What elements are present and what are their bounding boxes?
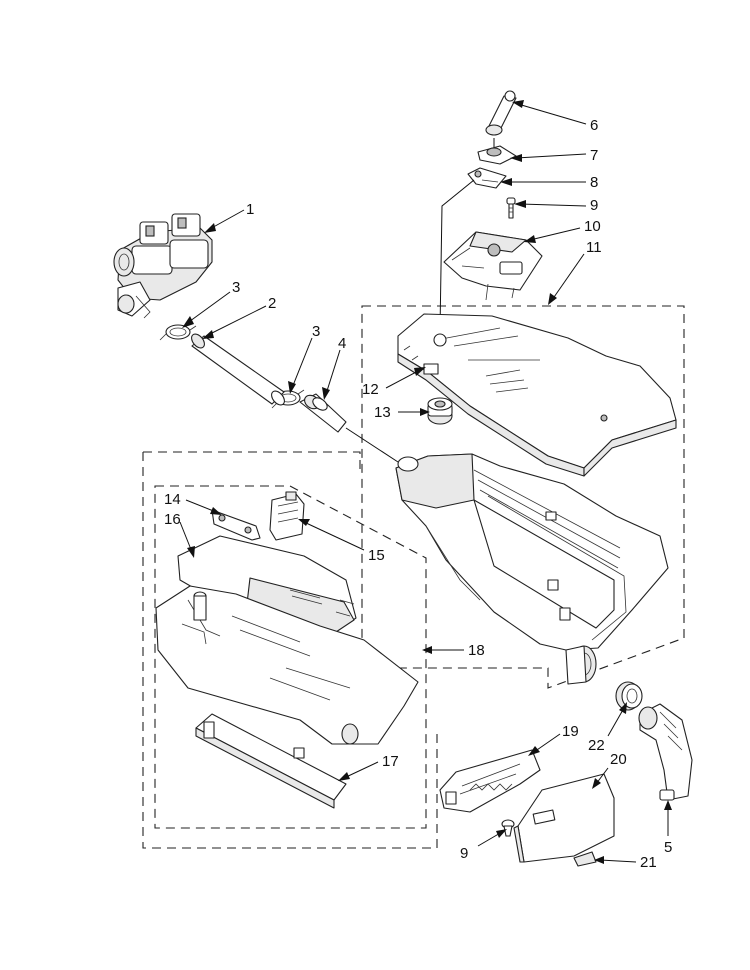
callout-3-left: 3 <box>232 279 240 296</box>
water-valve <box>113 213 213 319</box>
callout-12: 12 <box>362 381 379 398</box>
callout-16: 16 <box>164 511 181 528</box>
assembly-boundaries <box>142 305 685 849</box>
label-plate <box>573 851 597 867</box>
callout-15: 15 <box>368 547 385 564</box>
screw-top <box>506 197 516 219</box>
callout-8: 8 <box>590 174 598 191</box>
leader-lines <box>179 100 672 864</box>
grommet <box>615 681 643 711</box>
callout-21: 21 <box>640 854 657 871</box>
callout-13: 13 <box>374 404 391 421</box>
callout-2: 2 <box>268 295 276 312</box>
callout-17: 17 <box>382 753 399 770</box>
motor-switch <box>443 231 543 301</box>
housing-lid <box>397 313 677 477</box>
gasket-plate <box>467 167 507 189</box>
knob <box>427 397 453 425</box>
boundary-18 <box>142 451 438 849</box>
callout-labels: 1 3 2 3 4 6 7 8 9 10 11 12 13 14 16 15 1… <box>164 117 672 871</box>
cam-gear <box>477 145 517 165</box>
callout-4: 4 <box>338 335 346 352</box>
hose <box>191 333 285 406</box>
latch-bracket <box>211 509 261 541</box>
front-panel <box>513 773 615 863</box>
level-switch <box>269 491 305 541</box>
callout-5: 5 <box>664 839 672 856</box>
callout-22: 22 <box>588 737 605 754</box>
dispenser-housing <box>395 453 669 685</box>
callout-18: 18 <box>468 642 485 659</box>
callout-10: 10 <box>584 218 601 235</box>
actuator-link <box>485 90 517 148</box>
drawer-handle <box>195 713 347 809</box>
callout-9-bottom: 9 <box>460 845 468 862</box>
callout-9-top: 9 <box>590 197 598 214</box>
callout-20: 20 <box>610 751 627 768</box>
callout-7: 7 <box>590 147 598 164</box>
inlet-nozzle <box>299 393 399 463</box>
stack-guide-line <box>439 179 475 331</box>
callout-19: 19 <box>562 723 579 740</box>
boundary-11 <box>361 305 685 689</box>
elbow-hose <box>638 703 693 801</box>
detergent-insert <box>439 749 541 813</box>
screw-bottom <box>501 819 515 837</box>
callout-1: 1 <box>246 201 254 218</box>
drawer-body <box>155 585 419 745</box>
boundary-16 <box>154 485 427 829</box>
callout-3-right: 3 <box>312 323 320 340</box>
callout-14: 14 <box>164 491 181 508</box>
callout-11: 11 <box>586 239 602 256</box>
callout-6: 6 <box>590 117 598 134</box>
hose-clamp-left <box>159 324 197 341</box>
